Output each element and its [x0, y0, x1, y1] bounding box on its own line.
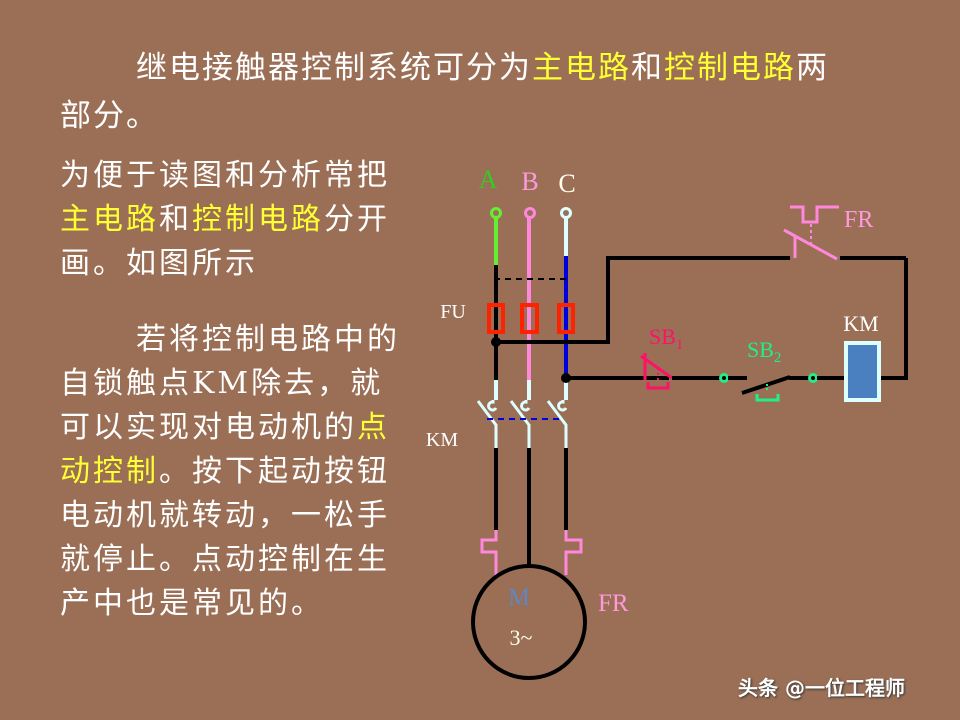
slide-title: 继电接触器控制系统可分为主电路和控制电路两部分。 [60, 44, 860, 140]
paragraph-text: 和 [159, 202, 192, 237]
motor-type-label: 3~ [510, 625, 533, 650]
overload-label-main: FR [598, 590, 629, 617]
contactor-coil-icon [844, 341, 881, 402]
overload-contact-icon [783, 205, 840, 262]
start-button-icon[interactable] [728, 375, 791, 402]
control-wire-right [880, 258, 908, 380]
paragraph-text: 若将控制电路中的自锁触点KM除去，就可以实现对电动机的 [60, 322, 400, 445]
highlight-control-circuit: 控制电路 [664, 50, 796, 86]
title-text: 继电接触器控制系统可分为 [136, 50, 532, 86]
highlight-jog-control: 点动控制 [60, 410, 390, 489]
phase-label-c: C [558, 169, 575, 198]
fuse-label: FU [440, 301, 466, 323]
phase-label-b: B [521, 167, 538, 196]
motor-icon [471, 564, 587, 680]
paragraph-text: 分开画。如图所示 [60, 202, 390, 281]
stop-button-icon[interactable] [640, 353, 673, 390]
highlight-main-circuit: 主电路 [532, 50, 631, 86]
main-contactor-icon [476, 400, 568, 448]
terminal-icon [719, 373, 729, 383]
highlight-control-circuit: 控制电路 [192, 202, 324, 237]
fuse-icon [487, 303, 575, 334]
phase-label-a: A [479, 165, 498, 194]
paragraph-separate-drawing: 为便于读图和分析常把主电路和控制电路分开画。如图所示 [60, 154, 410, 286]
control-wire-top [496, 256, 906, 344]
paragraph-text: 为便于读图和分析常把 [60, 158, 390, 193]
overload-label-control: FR [844, 207, 873, 233]
motor-feed-wires [494, 448, 568, 565]
terminal-icon [490, 207, 572, 219]
paragraph-jog-control: 若将控制电路中的自锁触点KM除去，就可以实现对电动机的点动控制。按下起动按钮电动… [60, 318, 410, 626]
stop-button-label: SB1 [649, 324, 683, 353]
paragraph-text: 。按下起动按钮电动机就转动，一松手就停止。点动控制在生产中也是常见的。 [60, 454, 390, 621]
motor-label: M [508, 585, 529, 611]
contactor-label: KM [426, 429, 458, 451]
title-text: 两部分。 [60, 50, 829, 134]
start-button-label: SB2 [747, 337, 781, 366]
title-text: 和 [631, 50, 664, 86]
watermark: 头条 @一位工程师 [738, 676, 905, 700]
thermal-relay-icon [480, 530, 583, 575]
coil-label: KM [843, 311, 878, 336]
terminal-icon [808, 373, 818, 383]
highlight-main-circuit: 主电路 [60, 202, 159, 237]
